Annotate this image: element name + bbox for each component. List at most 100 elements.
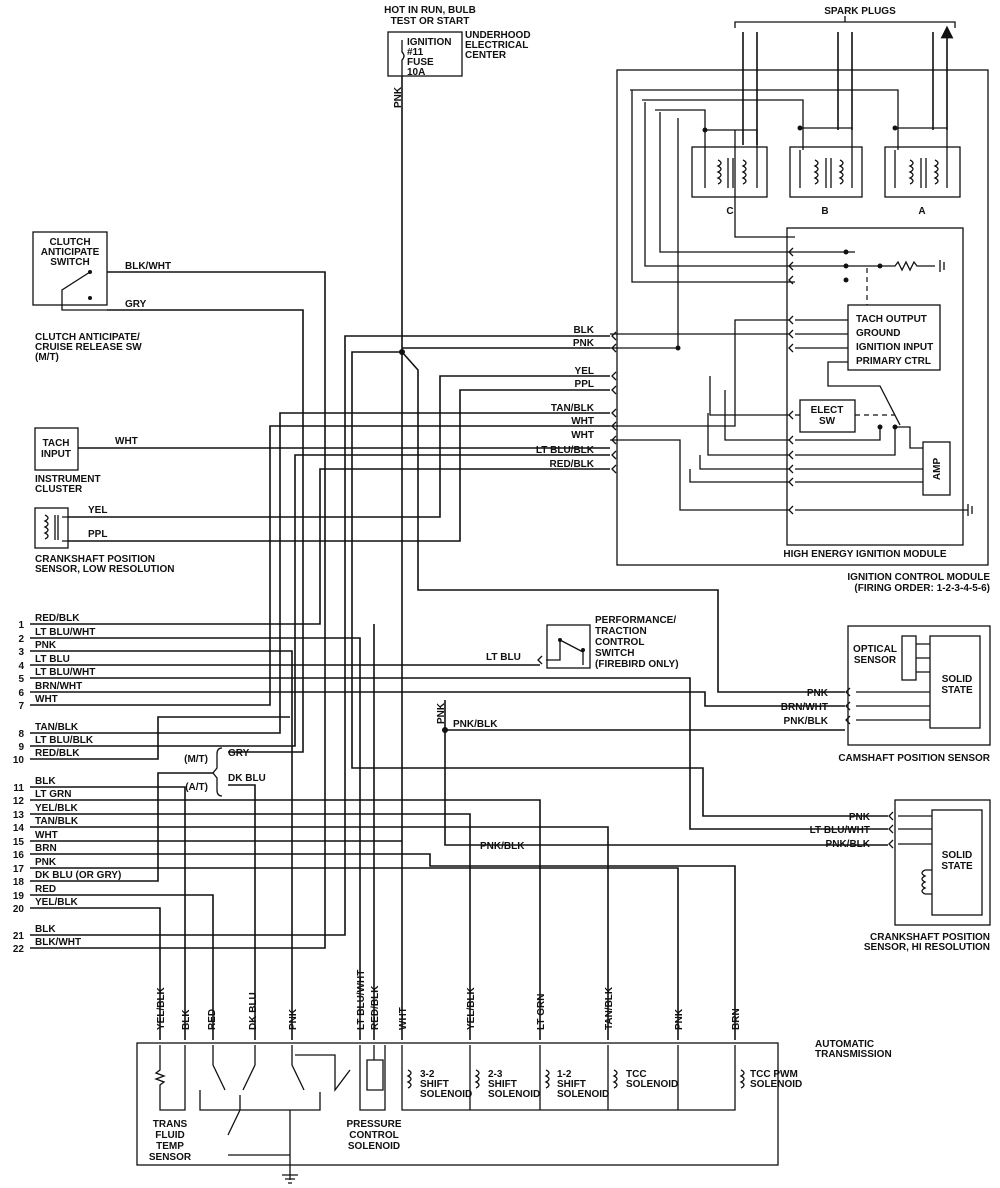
mt-label: (M/T)	[184, 754, 208, 765]
clutch-anticipate-switch: CLUTCH ANTICIPATE SWITCH BLK/WHT GRY CLU…	[32, 231, 171, 363]
solid-state-label: SOLID	[942, 850, 973, 861]
pin-wire-label: TAN/BLK	[35, 816, 79, 827]
wire-label: DK BLU	[228, 773, 266, 784]
pin-wire-label: BLK	[35, 776, 56, 787]
clutch-label: CLUTCH	[49, 237, 90, 248]
hei-module-outline	[786, 227, 964, 546]
ground-icon	[282, 1174, 298, 1184]
wire-label: LT BLU	[486, 652, 521, 663]
fuse-label: 10A	[407, 67, 425, 78]
solenoid-label: 2-3	[488, 1069, 503, 1080]
coil-label: C	[726, 206, 733, 217]
amp-box	[922, 441, 951, 496]
solenoid-label: SOLENOID	[557, 1089, 609, 1100]
coil-label: A	[918, 206, 925, 217]
pin-number: 6	[18, 688, 24, 699]
wire-label: BLK	[573, 325, 594, 336]
solenoid-label: TCC PWM	[750, 1069, 798, 1080]
icm-title: IGNITION CONTROL MODULE	[847, 572, 990, 583]
wire-label: PNK/BLK	[453, 719, 498, 730]
perf-caption: TRACTION	[595, 626, 647, 637]
wires	[30, 76, 888, 1040]
fuse-location: UNDERHOOD	[465, 30, 531, 41]
coil-c: C	[691, 146, 768, 217]
hei-connector	[788, 247, 794, 515]
pin-wire-label: WHT	[35, 694, 58, 705]
temp-sensor-label: TEMP	[156, 1141, 184, 1152]
pressure-label: PRESSURE	[346, 1119, 401, 1130]
fuse-location: ELECTRICAL	[465, 40, 528, 51]
trans-wire-label: LT GRN	[536, 994, 547, 1030]
wire-label: PPL	[575, 379, 594, 390]
pin-number: 9	[18, 742, 24, 753]
ignition-control-module: HIGH ENERGY IGNITION MODULE IGNITION CON…	[610, 69, 990, 594]
pin-wire-label: BLK	[35, 924, 56, 935]
solenoid-label: SOLENOID	[750, 1079, 802, 1090]
solenoid-label: 1-2	[557, 1069, 572, 1080]
fuse-supply-text: HOT IN RUN, BULB	[384, 5, 476, 16]
wire-label: PNK	[849, 812, 871, 823]
solenoid-label: SOLENOID	[488, 1089, 540, 1100]
clutch-caption: (M/T)	[35, 352, 59, 363]
clutch-label: ANTICIPATE	[41, 247, 100, 258]
solenoid-label: SOLENOID	[626, 1079, 678, 1090]
pin-number: 2	[18, 634, 24, 645]
pin-number: 5	[18, 674, 24, 685]
primary-ctrl-label: PRIMARY CTRL	[856, 356, 931, 367]
fuse-label: IGNITION	[407, 37, 451, 48]
trans-title: AUTOMATIC	[815, 1039, 874, 1050]
solenoid-label: SHIFT	[488, 1079, 517, 1090]
pin-number: 8	[18, 729, 24, 740]
pin-number: 4	[18, 661, 24, 672]
trans-wire-label: RED/BLK	[370, 985, 381, 1030]
fuse-icon	[401, 40, 405, 76]
fuse-box	[387, 31, 463, 77]
trans-wire-label: TAN/BLK	[604, 986, 615, 1030]
spark-plugs-label: SPARK PLUGS	[824, 6, 896, 17]
pin-number: 18	[13, 877, 25, 888]
pin-number: 15	[13, 837, 25, 848]
tach-output-label: TACH OUTPUT	[856, 314, 927, 325]
pin-wire-label: RED/BLK	[35, 613, 80, 624]
wire-label: PNK	[573, 338, 595, 349]
wire-label: RED/BLK	[550, 459, 595, 470]
pin-number: 20	[13, 904, 25, 915]
trans-wire-label: YEL/BLK	[156, 986, 167, 1030]
spark-plug-arrows	[742, 32, 947, 145]
fuse-location: CENTER	[465, 50, 507, 61]
solid-state-label: STATE	[941, 861, 973, 872]
trans-wire-label: YEL/BLK	[466, 986, 477, 1030]
solenoid-coil-icon	[406, 1069, 745, 1089]
firing-order: (FIRING ORDER: 1-2-3-4-5-6)	[854, 583, 990, 594]
pin-number: 16	[13, 850, 25, 861]
crank-hi-caption: CRANKSHAFT POSITION	[870, 932, 990, 943]
wire-label: YEL	[88, 505, 107, 516]
cam-caption: CAMSHAFT POSITION SENSOR	[838, 753, 990, 764]
pin-wire-label: LT BLU/WHT	[35, 627, 95, 638]
solid-state-label: SOLID	[942, 674, 973, 685]
pin-wire-label: TAN/BLK	[35, 722, 79, 733]
solid-state-label: STATE	[941, 685, 973, 696]
pin-wire-label: LT BLU/WHT	[35, 667, 95, 678]
trans-title: TRANSMISSION	[815, 1049, 892, 1060]
pin-number: 21	[13, 931, 25, 942]
wire-label: PNK	[807, 688, 829, 699]
coil-b: B	[789, 146, 863, 217]
pin-wire-label: YEL/BLK	[35, 897, 79, 908]
solenoid-label: TCC	[626, 1069, 647, 1080]
perf-caption: PERFORMANCE/	[595, 615, 676, 626]
perf-caption: SWITCH	[595, 648, 634, 659]
pin-wire-label: RED	[35, 884, 56, 895]
solenoid-label: SOLENOID	[420, 1089, 472, 1100]
temp-sensor-label: FLUID	[155, 1130, 184, 1141]
switch-icon	[537, 639, 584, 665]
pin-number: 3	[18, 647, 24, 658]
temp-sensor-icon	[154, 1045, 186, 1111]
temp-sensor-label: TRANS	[153, 1119, 188, 1130]
elect-sw-label: SW	[819, 416, 836, 427]
trans-wire-label: PNK	[674, 1008, 685, 1030]
wire-label: GRY	[228, 748, 250, 759]
pin-number: 17	[13, 864, 25, 875]
